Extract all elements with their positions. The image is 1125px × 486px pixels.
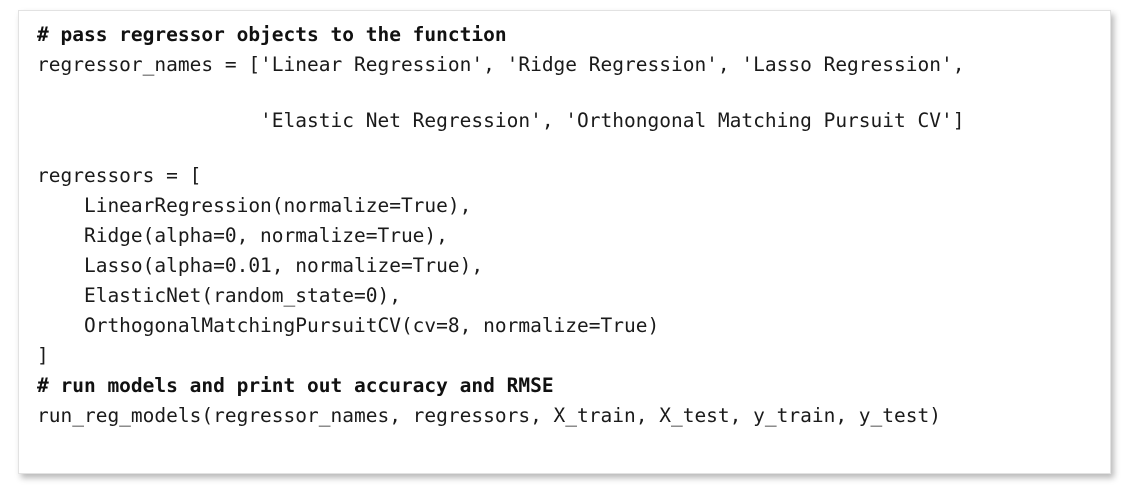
code-line: ]	[37, 344, 49, 367]
code-line: Ridge(alpha=0, normalize=True),	[37, 224, 448, 247]
code-line: Lasso(alpha=0.01, normalize=True),	[37, 254, 484, 277]
code-comment-line: # run models and print out accuracy and …	[37, 374, 554, 397]
code-panel: # pass regressor objects to the function…	[18, 10, 1111, 474]
code-line: run_reg_models(regressor_names, regresso…	[37, 404, 941, 427]
code-line: ElasticNet(random_state=0),	[37, 284, 401, 307]
code-line-spacer	[37, 136, 964, 161]
code-line: OrthogonalMatchingPursuitCV(cv=8, normal…	[37, 314, 660, 337]
code-line: regressors = [	[37, 164, 202, 187]
code-block: # pass regressor objects to the function…	[37, 20, 964, 431]
code-line-spacer	[37, 80, 964, 106]
code-line: LinearRegression(normalize=True),	[37, 194, 472, 217]
code-comment-line: # pass regressor objects to the function	[37, 23, 507, 46]
code-line: 'Elastic Net Regression', 'Orthongonal M…	[37, 109, 965, 132]
code-line: regressor_names = ['Linear Regression', …	[37, 53, 965, 76]
